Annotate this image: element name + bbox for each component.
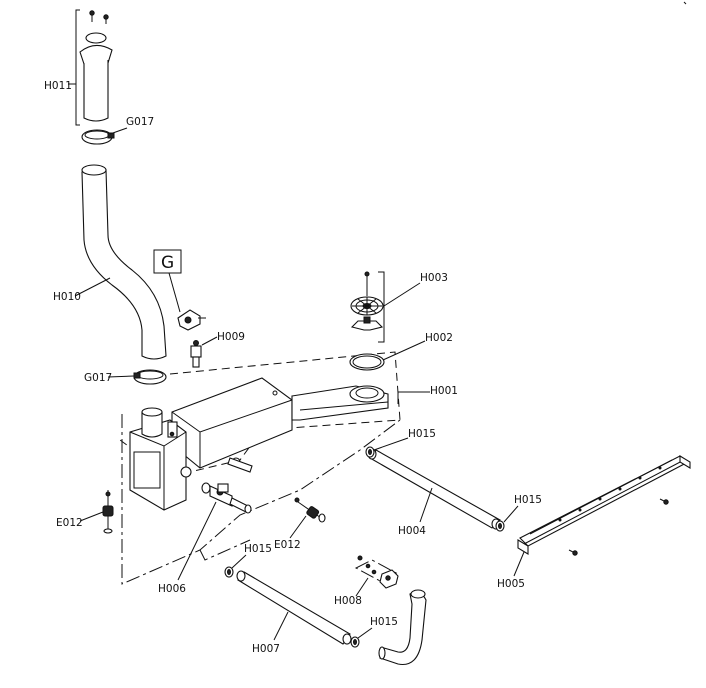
label-h008: H008 — [334, 595, 362, 607]
dashed-outline-lower — [121, 414, 401, 585]
label-g017-top: G017 — [126, 116, 154, 128]
label-h015-b: H015 — [514, 494, 542, 506]
part-g017-mid-clamp — [133, 369, 167, 385]
label-h005: H005 — [497, 578, 525, 590]
part-g017-top-clamp — [81, 129, 115, 145]
part-h005-rail — [517, 455, 691, 556]
label-e012-left: E012 — [56, 517, 83, 529]
label-h015-a: H015 — [408, 428, 436, 440]
label-h001: H001 — [430, 385, 458, 397]
part-h002-gasket — [349, 353, 385, 371]
part-h007-tube — [236, 570, 352, 645]
part-h015-a-ring — [365, 446, 375, 458]
part-h003-burner — [350, 271, 385, 343]
part-flex-hose — [378, 589, 427, 666]
label-h003: H003 — [420, 272, 448, 284]
part-h015-c-ring — [224, 566, 234, 578]
label-h007: H007 — [252, 643, 280, 655]
part-h006-valve-assembly — [201, 482, 252, 514]
part-h015-d-ring — [350, 636, 360, 648]
label-h004: H004 — [398, 525, 426, 537]
label-h010: H010 — [53, 291, 81, 303]
part-h011-flue-cap — [75, 9, 113, 126]
part-h010-bent-flue-pipe — [81, 164, 167, 360]
label-h006: H006 — [158, 583, 186, 595]
label-g-box: G — [161, 253, 174, 273]
part-h004-tube — [367, 448, 501, 530]
label-e012-mid: E012 — [274, 539, 301, 551]
part-h008-bracket-kit — [354, 555, 400, 589]
g-box — [153, 249, 182, 274]
part-h015-b-ring — [495, 520, 505, 532]
label-h015-d: H015 — [370, 616, 398, 628]
label-g017-mid: G017 — [84, 372, 112, 384]
label-h015-c: H015 — [244, 543, 272, 555]
part-h009-valve — [190, 340, 202, 368]
label-h011: H011 — [44, 80, 72, 92]
label-h009: H009 — [217, 331, 245, 343]
part-g-bracket — [177, 309, 206, 331]
part-e012-left-sensor — [102, 490, 114, 534]
label-h002: H002 — [425, 332, 453, 344]
part-e012-mid-sensor — [294, 497, 326, 523]
part-h001-main-body — [129, 377, 389, 511]
